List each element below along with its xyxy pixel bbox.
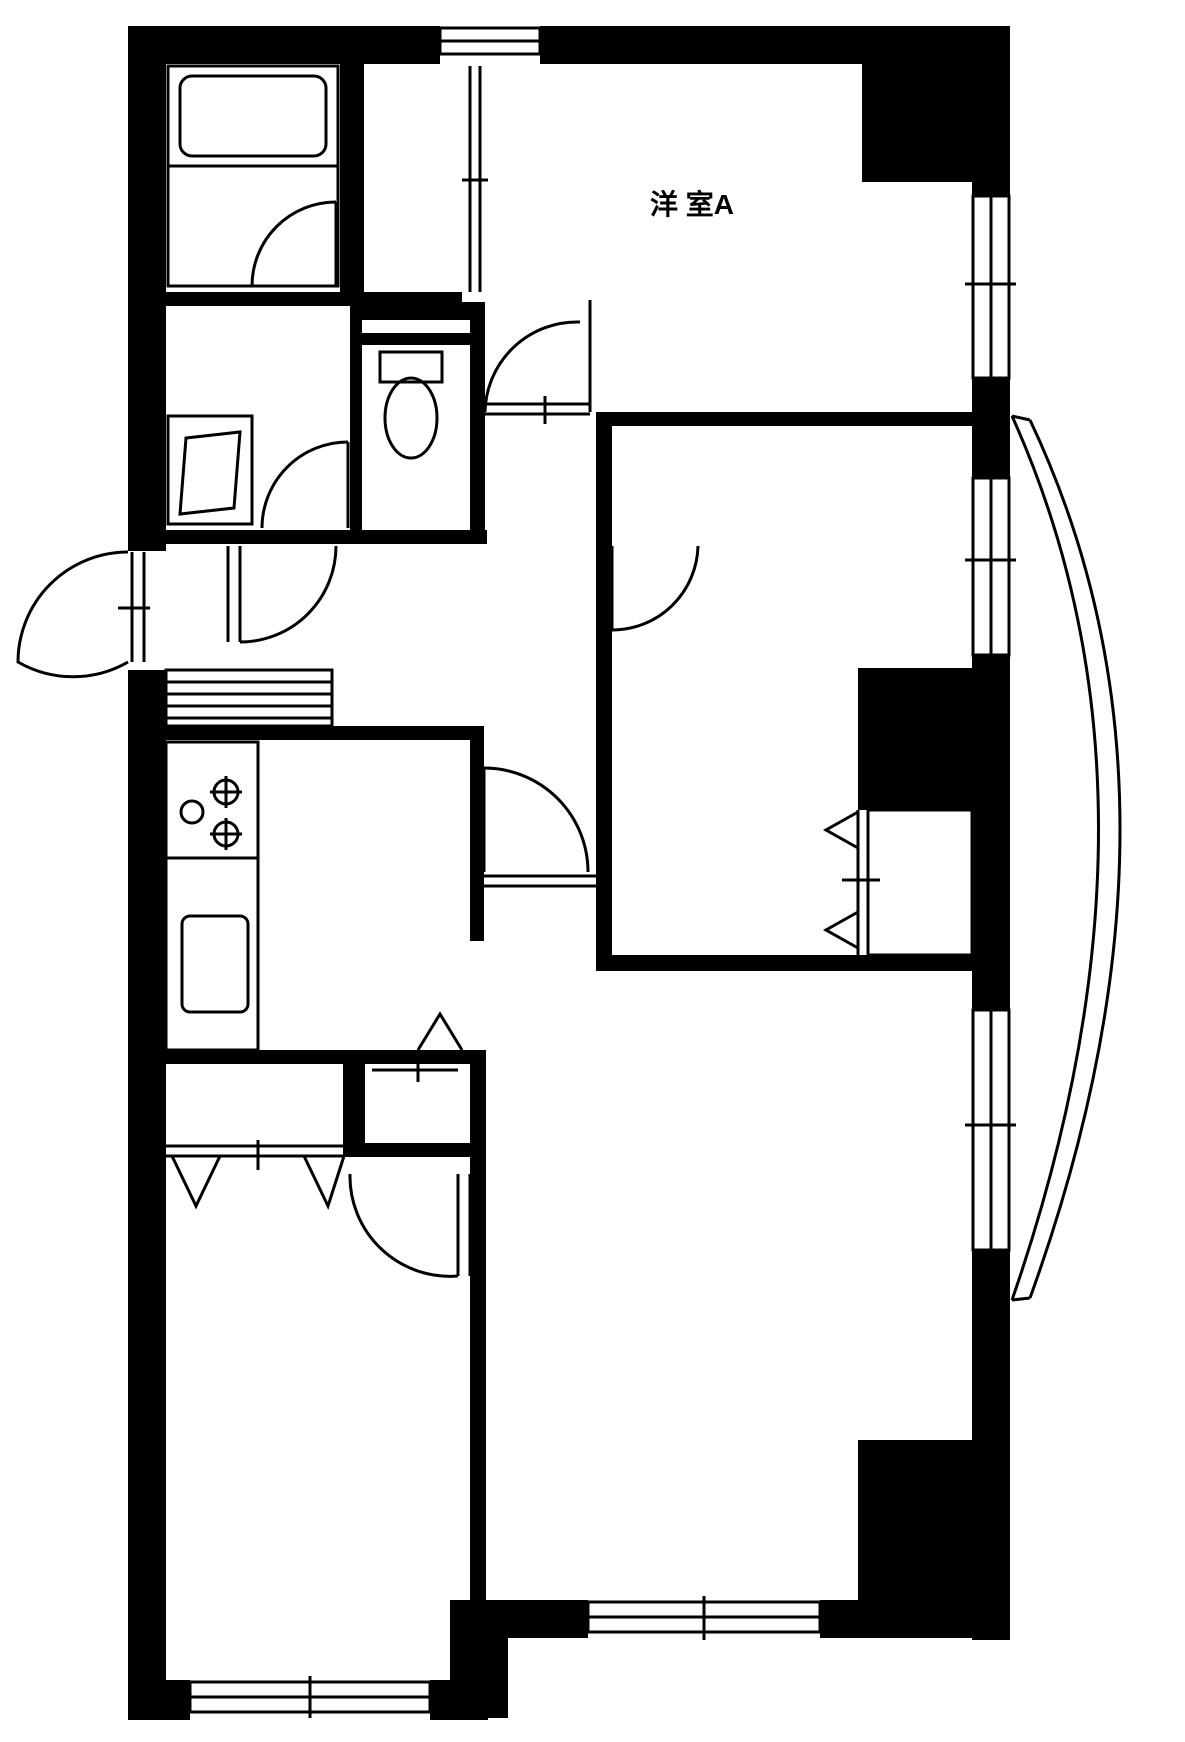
bathtub: [166, 64, 340, 288]
kitchen-counter: [164, 740, 260, 1052]
lower-closet: [166, 1140, 346, 1211]
linen-closet: [462, 66, 488, 292]
balcony: [1010, 414, 1122, 1302]
bedroom-closet: [822, 808, 974, 957]
doors: [16, 300, 700, 1278]
washbasin: [166, 414, 350, 529]
room-label-western-a: 洋 室A: [650, 188, 734, 220]
windows: [188, 26, 1016, 1718]
shoe-rack: [164, 668, 334, 728]
toilet: [378, 350, 444, 460]
walls: [128, 26, 1010, 1720]
